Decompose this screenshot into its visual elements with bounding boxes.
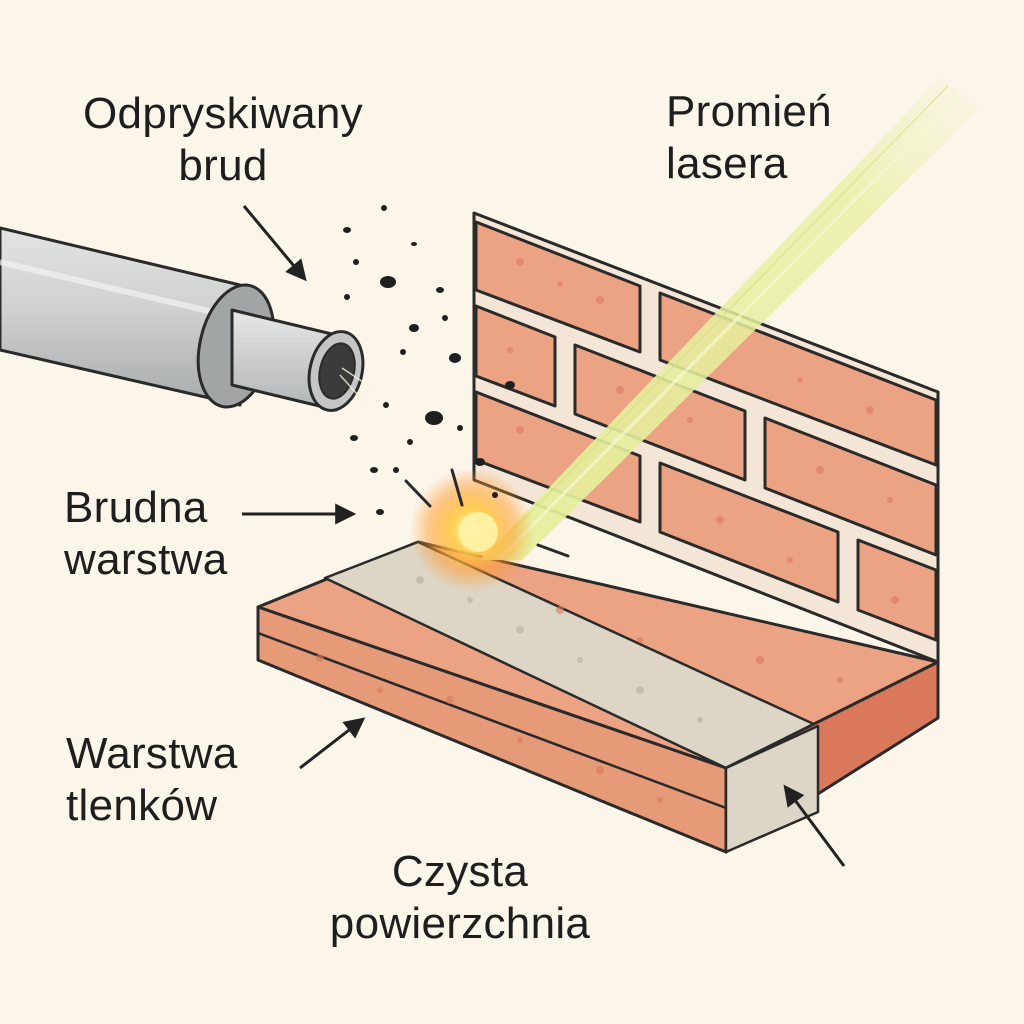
label-dirty-layer: Brudna warstwa xyxy=(64,482,227,586)
arrow-spalled-dirt xyxy=(242,205,307,282)
glow-spot xyxy=(404,468,570,592)
label-laser-beam-line1: Promień xyxy=(666,87,832,136)
label-spalled-dirt-line1: Odpryskiwany xyxy=(83,89,363,138)
label-spalled-dirt: Odpryskiwany brud xyxy=(62,88,384,192)
laser-nozzle-icon xyxy=(0,226,373,412)
label-dirty-layer-line2: warstwa xyxy=(64,535,228,584)
label-clean-surface-line1: Czysta xyxy=(391,847,529,896)
label-spalled-dirt-line2: brud xyxy=(178,141,268,190)
debris-particles xyxy=(343,205,515,515)
label-oxide-layer-line2: tlenków xyxy=(66,781,218,830)
arrow-oxide-layer xyxy=(299,717,366,770)
label-oxide-layer-line1: Warstwa xyxy=(66,729,238,778)
label-clean-surface-line2: powierzchnia xyxy=(329,899,591,948)
label-laser-beam: Promień lasera xyxy=(666,86,832,190)
label-laser-beam-line2: lasera xyxy=(666,139,788,188)
brick-ledge xyxy=(256,540,940,854)
label-clean-surface: Czysta powierzchnia xyxy=(300,846,620,950)
laser-beam xyxy=(480,78,980,560)
label-dirty-layer-line1: Brudna xyxy=(64,483,208,532)
arrow-clean-surface xyxy=(783,784,846,867)
annotation-arrows xyxy=(242,205,846,867)
label-oxide-layer: Warstwa tlenków xyxy=(66,728,238,832)
